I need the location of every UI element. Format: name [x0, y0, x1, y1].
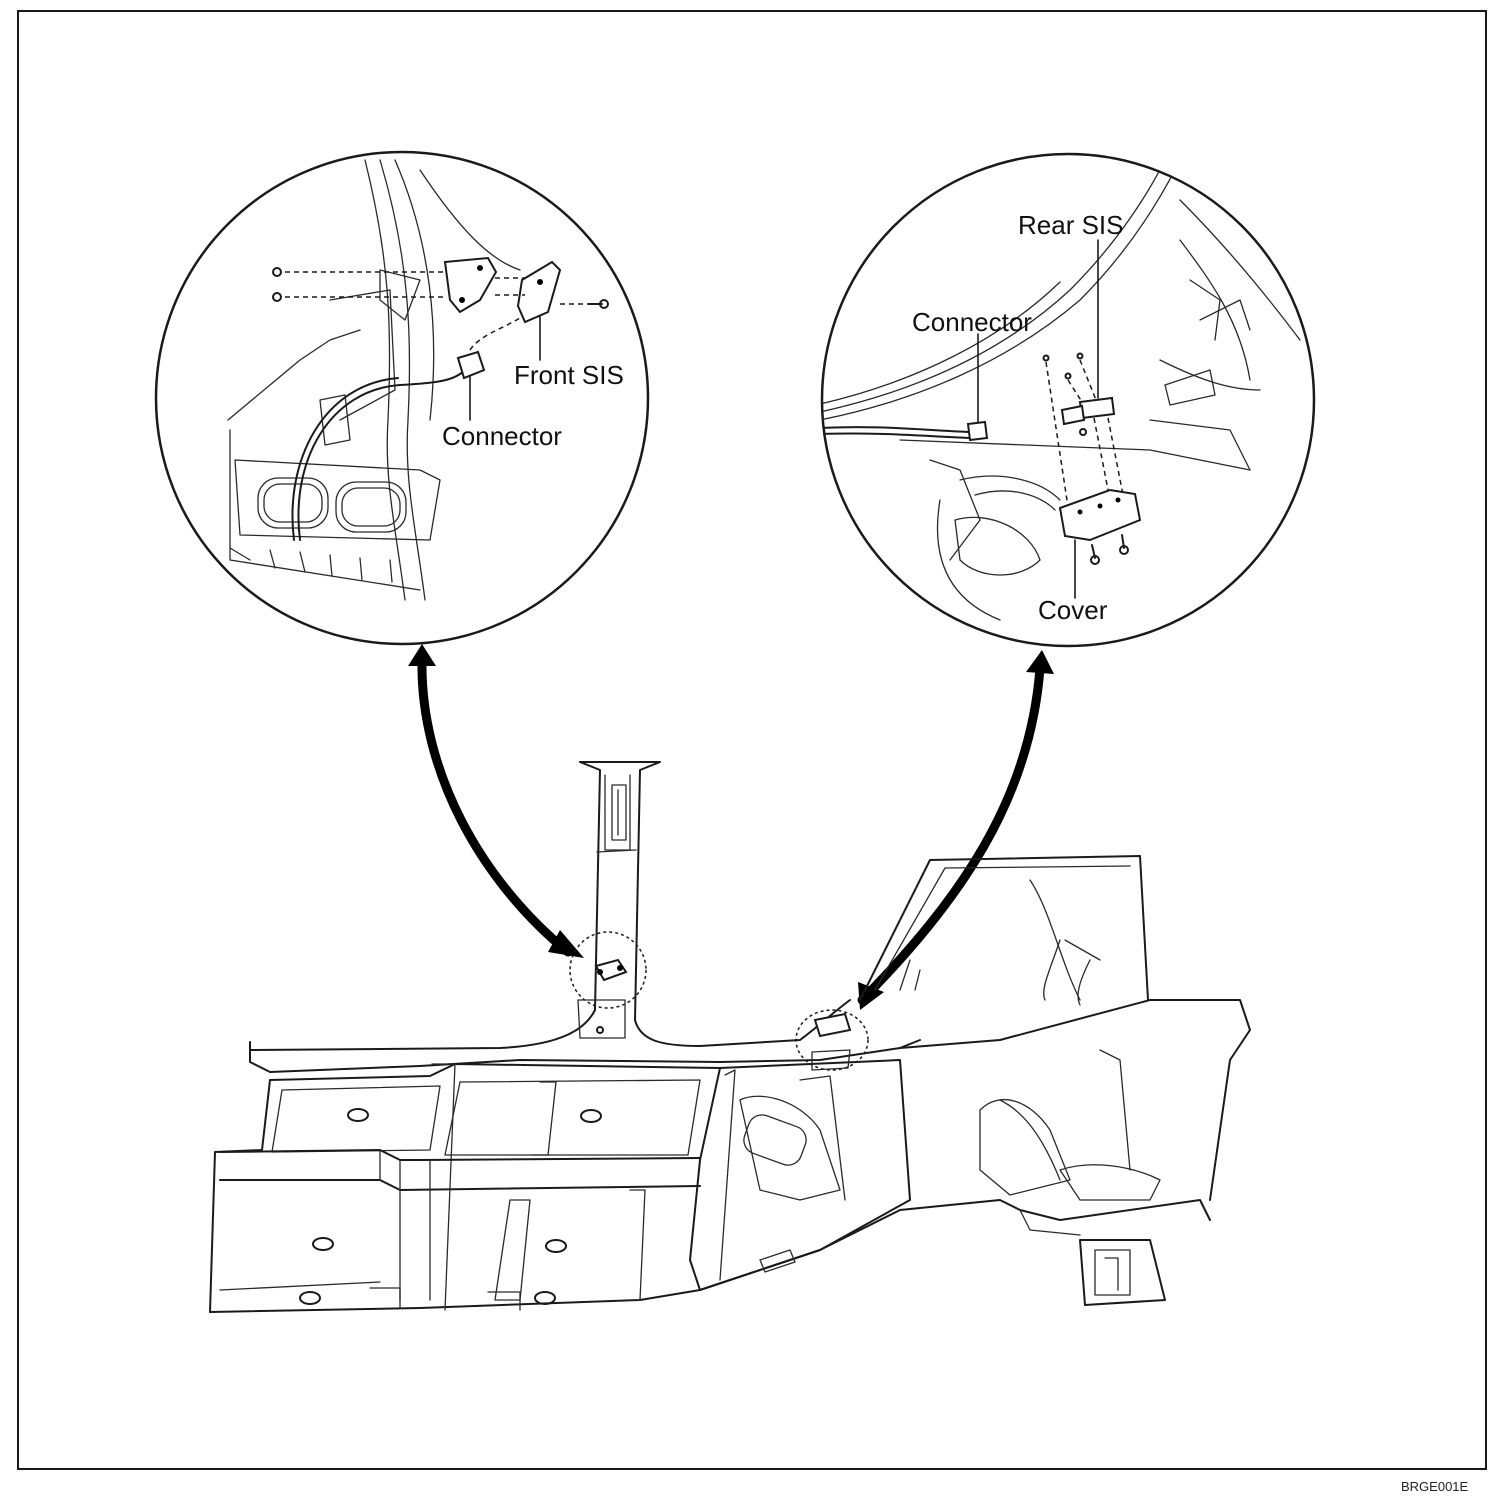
front-sis-detail-circle	[154, 150, 650, 646]
rear-connector-label: Connector	[912, 307, 1032, 337]
rear-sis-label: Rear SIS	[1018, 210, 1124, 240]
front-sis-label: Front SIS	[514, 360, 624, 390]
figure-border	[17, 10, 1487, 1470]
rear-sis-detail-circle	[820, 152, 1316, 648]
arrow-to-front-detail	[408, 644, 584, 958]
cover-label: Cover	[1038, 595, 1108, 625]
front-connector-label: Connector	[442, 421, 562, 451]
vehicle-floor-assembly	[209, 761, 1251, 1313]
arrow-to-rear-detail	[857, 650, 1054, 1010]
figure-code: BRGE001E	[1401, 1479, 1469, 1494]
